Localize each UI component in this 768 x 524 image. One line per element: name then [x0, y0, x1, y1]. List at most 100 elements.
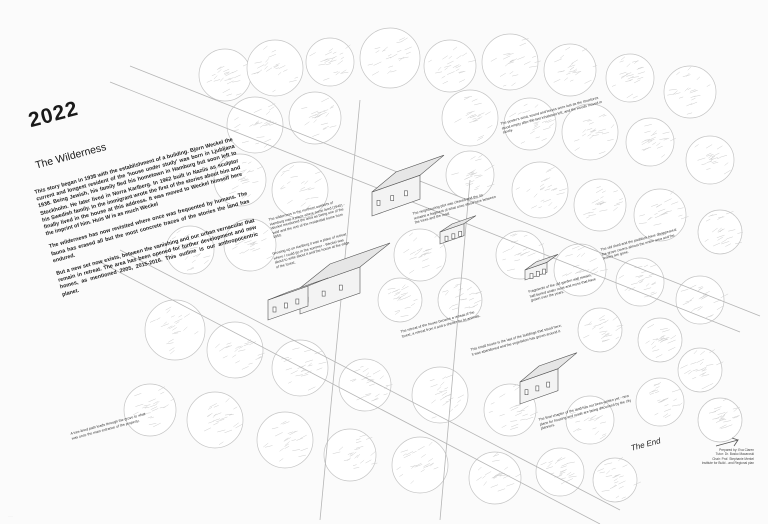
canopy-hatching: [215, 339, 265, 370]
tree-canopy: [605, 53, 655, 103]
tree-canopy: [635, 377, 685, 427]
tree-canopy: [391, 436, 449, 494]
building-roof: [371, 154, 445, 193]
tree-canopy: [441, 89, 499, 147]
canopy-hatching: [645, 324, 677, 358]
tree-canopy: [503, 97, 557, 151]
canopy-hatching: [641, 124, 676, 158]
canopy-outline: [633, 188, 687, 242]
house-south: [519, 352, 578, 405]
canopy-hatching: [132, 386, 175, 428]
canopy-hatching: [429, 374, 465, 419]
tree-canopy: [637, 317, 683, 363]
tree-canopy: [256, 411, 314, 469]
canopy-hatching: [583, 315, 624, 343]
building-roof: [267, 277, 329, 301]
road-line: [109, 81, 741, 333]
tree-canopy: [213, 153, 267, 207]
tree-canopy: [288, 91, 342, 145]
tree-canopy: [592, 456, 642, 503]
building-window: [546, 381, 551, 388]
tree-canopy: [393, 228, 447, 282]
building-window: [390, 195, 395, 201]
building-window: [338, 284, 343, 291]
canopy-outline: [144, 299, 206, 361]
tree-canopy: [186, 391, 244, 449]
tree-canopy: [198, 48, 252, 102]
canopy-hatching: [694, 144, 731, 175]
canopy-outline: [543, 43, 597, 97]
canopy-outline: [565, 395, 615, 445]
tree-canopy: [663, 65, 717, 119]
tree-canopy: [553, 243, 608, 297]
canopy-outline: [393, 228, 447, 282]
canopy-hatching: [569, 402, 608, 440]
tree-canopy: [445, 150, 495, 200]
building-window: [376, 200, 381, 206]
shed: [439, 215, 477, 245]
canopy-outline: [213, 153, 267, 207]
credit-line: Chair: Prof. Stephanie Merkel: [712, 456, 754, 461]
canopy-hatching: [597, 456, 642, 499]
building-window: [321, 290, 326, 297]
annex-row: [267, 277, 329, 321]
canopy-hatching: [488, 383, 539, 430]
canopy-hatching: [403, 232, 445, 274]
building-window: [458, 231, 463, 237]
canopy-hatching: [309, 44, 351, 81]
canopy-hatching: [251, 45, 299, 93]
tree-canopy: [685, 135, 735, 185]
canopy-hatching: [442, 283, 483, 317]
canopy-hatching: [332, 434, 378, 469]
tree-canopy: [543, 43, 598, 97]
building-window: [284, 302, 288, 309]
building-window: [542, 268, 546, 275]
tree-canopy: [697, 397, 743, 443]
canopy-outline: [186, 391, 244, 449]
canopy-hatching: [396, 441, 439, 484]
tree-canopy: [359, 27, 421, 89]
canopy-outline: [468, 451, 522, 505]
canopy-hatching: [704, 211, 743, 247]
building-window: [295, 298, 300, 305]
house-central: [299, 242, 391, 315]
building-roof: [519, 352, 578, 383]
canopy-outline: [637, 317, 683, 363]
canopy-hatching: [515, 167, 567, 209]
tree-canopy: [123, 383, 177, 437]
credit-line: Institute for Build - and Regional plan: [701, 461, 754, 466]
canopy-outline: [577, 307, 623, 353]
canopy-hatching: [611, 56, 645, 99]
canopy-hatching: [203, 398, 243, 445]
canopy-hatching: [451, 154, 495, 190]
tree-canopy: [144, 299, 206, 361]
tree-canopy: [535, 447, 585, 497]
tree-canopy: [615, 257, 665, 307]
tree-canopy: [675, 275, 729, 325]
canopy-outline: [411, 366, 469, 424]
tree-canopy: [468, 451, 522, 505]
corner-mark: ·····: [8, 514, 13, 518]
tree-canopy: [226, 96, 284, 154]
canopy-hatching: [680, 284, 729, 318]
canopy-outline: [685, 135, 735, 185]
canopy-hatching: [428, 46, 477, 84]
shed-east: [524, 254, 559, 281]
canopy-outline: [338, 358, 392, 412]
tree-canopy: [511, 161, 569, 219]
canopy-hatching: [667, 66, 711, 115]
canopy-hatching: [367, 37, 412, 76]
tree-canopy: [305, 37, 355, 87]
tree-canopy: [323, 428, 378, 482]
building-window: [272, 306, 277, 313]
canopy-hatching: [648, 382, 683, 419]
tree-canopy: [677, 347, 724, 393]
house-north: [371, 154, 445, 217]
road-line: [129, 65, 761, 317]
canopy-outline: [663, 65, 717, 119]
tree-canopy: [625, 117, 676, 167]
canopy-hatching: [454, 95, 493, 141]
tree-canopy: [697, 209, 743, 255]
canopy-outline: [271, 339, 329, 397]
